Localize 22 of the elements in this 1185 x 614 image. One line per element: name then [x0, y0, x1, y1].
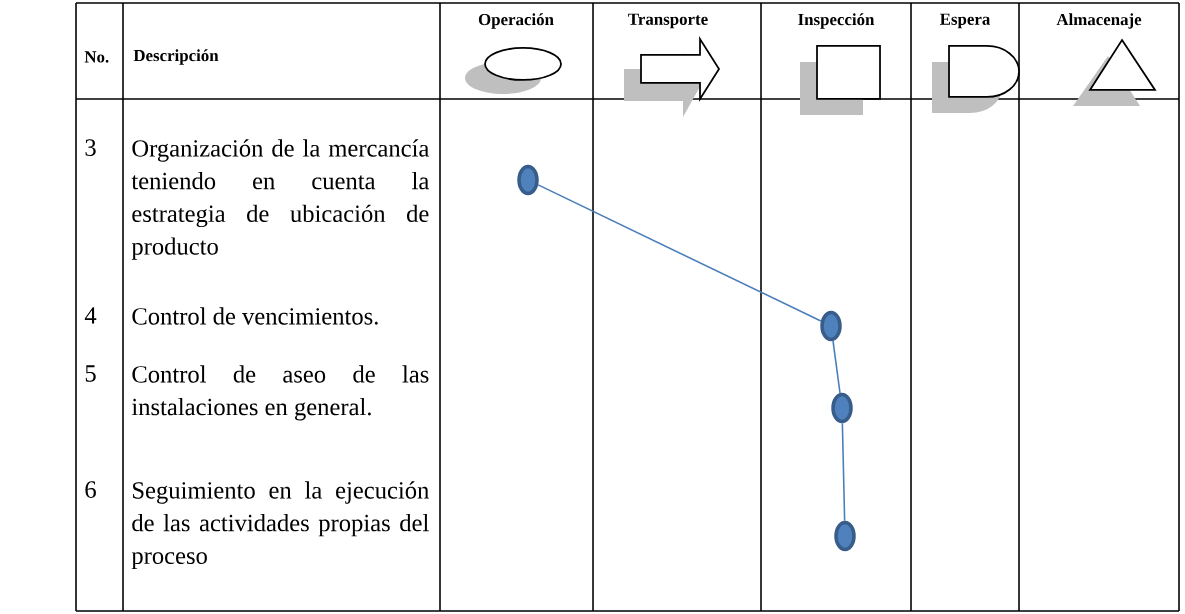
connector-line	[832, 340, 841, 394]
row-number: 3	[85, 139, 96, 156]
description-text: Control de vencimientos.	[132, 307, 378, 325]
description-text: Organización de la mercancía teniendo en cuenta la estrategia de ubicación de producto	[131, 139, 429, 260]
column-header: Operación	[478, 13, 554, 29]
column-header: No.	[84, 51, 109, 63]
row-number: 5	[85, 365, 96, 382]
flow-dot	[820, 310, 842, 342]
column-header: Descripción	[133, 49, 219, 65]
description-text: Control de aseo de las instalaciones en general.	[131, 365, 429, 421]
connector-line	[841, 422, 846, 522]
connector-line	[537, 184, 822, 322]
column-header: Espera	[940, 13, 991, 29]
flow-dot	[834, 520, 856, 552]
column-header: Transporte	[628, 13, 708, 29]
column-header: Almacenaje	[1056, 13, 1142, 29]
description-text: Seguimiento en la ejecución de las actividades propias del proceso	[131, 481, 429, 570]
flow-dot	[517, 164, 539, 196]
column-header: Inspección	[798, 13, 875, 29]
flow-dot	[831, 392, 853, 424]
row-number: 4	[84, 307, 97, 324]
row-number: 6	[85, 481, 96, 498]
